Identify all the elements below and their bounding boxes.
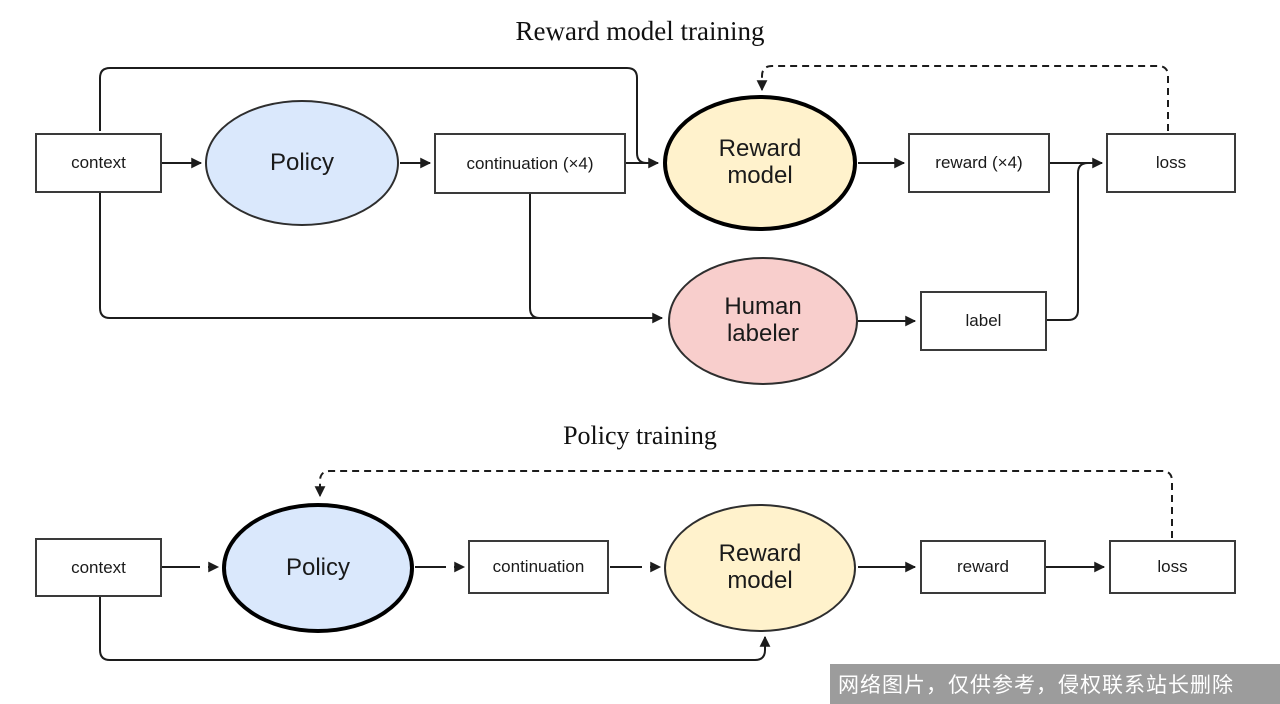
node-policy-bottom: Policy [222,503,414,633]
edge-label-loss-merge [1047,162,1089,321]
title-policy-training: Policy training [563,421,717,450]
node-policy-bottom-label: Policy [285,553,351,581]
node-human-labeler: Human labeler [668,257,858,385]
node-loss-bottom: loss [1109,540,1236,594]
node-label: label [920,291,1047,351]
edge-loss-rewardmodel-dashed [756,65,1169,131]
node-reward-model-bottom: Reward model [664,504,856,632]
node-human-labeler-label: Human labeler [724,293,802,347]
edge2-context-rewardmodel [99,597,771,661]
edge-context-top-feedback [99,67,648,164]
edge-context-humanlabeler [99,193,664,324]
node-continuation-bottom: continuation [468,540,609,594]
node-continuation-top: continuation (×4) [434,133,626,194]
watermark-bar: 网络图片，仅供参考，侵权联系站长删除 [830,664,1280,704]
node-reward-model-top-label: Reward model [718,135,802,189]
edge2-loss-policy-dashed [314,470,1173,538]
title-reward-model-training: Reward model training [515,16,765,46]
node-loss-top: loss [1106,133,1236,193]
node-policy-top: Policy [205,100,399,226]
node-reward-model-bottom-label: Reward model [718,540,802,594]
node-reward-model-top: Reward model [663,95,857,231]
node-policy-top-label: Policy [269,148,335,176]
node-context-bottom: context [35,538,162,597]
edge-continuation-humanlabeler-merge [529,194,541,319]
node-context-top: context [35,133,162,193]
node-reward-bottom: reward [920,540,1046,594]
watermark-text: 网络图片，仅供参考，侵权联系站长删除 [838,674,1234,697]
node-reward-top: reward (×4) [908,133,1050,193]
